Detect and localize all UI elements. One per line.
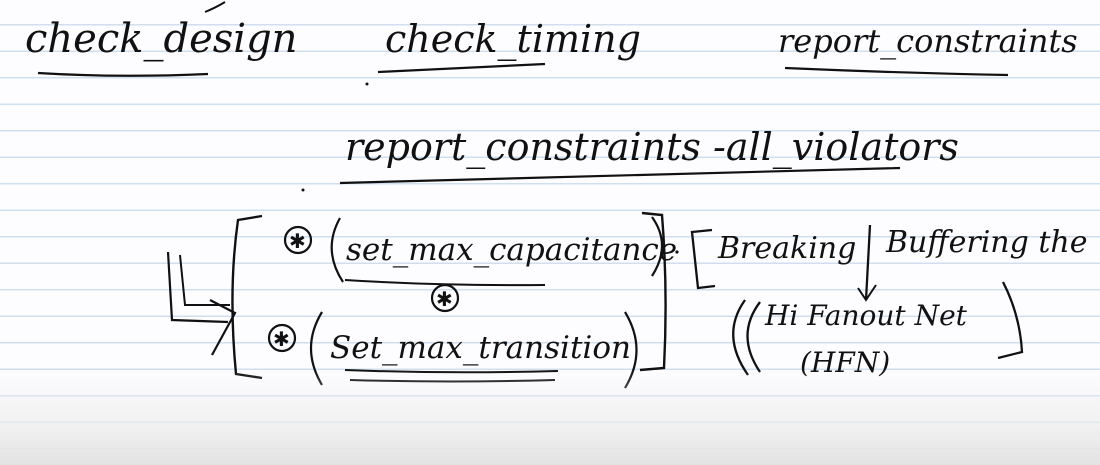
ink-dot <box>301 188 305 192</box>
net-name-text: Hi Fanout Net <box>764 299 968 332</box>
paren-open <box>732 299 749 376</box>
constraint-max-capacitance-text: set_max_capacitance <box>346 232 677 268</box>
underline-transition-1 <box>344 369 559 374</box>
paren-open <box>746 301 761 373</box>
star-circle-icon <box>283 225 313 255</box>
divider-bar <box>864 224 872 301</box>
star-glyph-icon: ✱ <box>436 287 453 311</box>
paren-open <box>330 217 344 283</box>
ink-dot <box>675 250 679 254</box>
star-circle-icon <box>430 283 460 313</box>
cmd-check-design-text: check_design <box>25 16 297 62</box>
paren-open <box>309 311 323 386</box>
action-buffering-text: Buffering the <box>885 225 1088 260</box>
ink-dot <box>365 82 369 86</box>
star-glyph-icon: ✱ <box>273 327 290 351</box>
arrow-head-icon <box>209 299 237 356</box>
star-circle-icon <box>267 323 297 353</box>
action-breaking-text: Breaking <box>717 231 856 266</box>
close-bracket <box>997 281 1024 360</box>
cmd-report-constraints-text: report_constraints <box>778 22 1078 60</box>
arrow-shaft-inner <box>179 254 230 306</box>
cmd-check-timing-text: check_timing <box>385 17 641 62</box>
arrow-shaft <box>166 251 229 324</box>
paren-close <box>651 216 663 277</box>
constraint-max-transition-text: Set_max_transition <box>330 330 631 366</box>
net-abbrev-text: (HFN) <box>800 346 890 379</box>
underline-check-timing <box>377 62 546 74</box>
left-bracket <box>231 214 263 380</box>
arrow-down-icon <box>857 284 877 302</box>
underline-report-all-violators <box>339 166 901 185</box>
stray-mark <box>204 1 226 13</box>
cmd-report-all-violators-text: report_constraints -all_violators <box>345 125 959 170</box>
right-bracket <box>639 211 667 372</box>
underline-report-constraints <box>784 66 1009 77</box>
open-bracket <box>690 228 716 290</box>
star-glyph-icon: ✱ <box>289 229 306 253</box>
underline-check-design <box>37 71 209 77</box>
underline-transition-2 <box>349 379 556 383</box>
